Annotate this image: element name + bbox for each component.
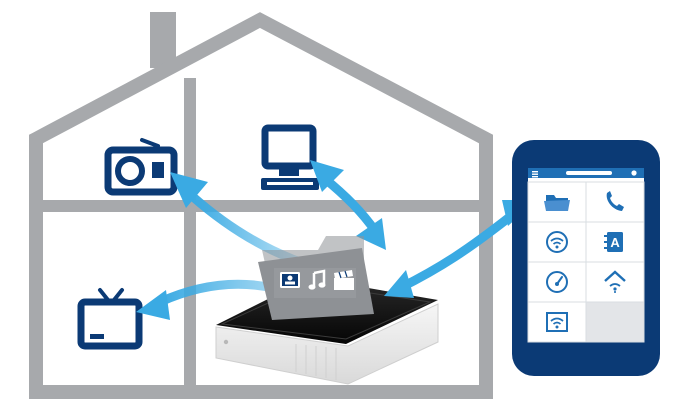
phone-tile-home-network[interactable] [585,261,645,303]
music-note-icon [308,269,326,290]
gauge-icon [546,271,568,293]
address-book-letter: A [610,235,620,250]
television-icon [77,288,143,350]
phone-tile-phone-handset[interactable] [585,181,645,223]
phone-tile-empty-tile[interactable] [585,301,645,343]
smartphone: A [512,140,660,376]
arrow-head-radio [170,172,208,208]
phone-tile-gauge[interactable] [527,261,587,303]
wifi-icon [546,231,568,253]
address-book-icon: A [604,232,623,252]
computer-monitor-icon [261,124,319,190]
phone-tile-address-book[interactable]: A [585,221,645,263]
clapperboard-icon [334,270,354,290]
arrow-head-computer-down [356,218,386,250]
radio-icon [104,138,178,196]
arrow-head-tv [136,290,170,320]
wifi-settings-icon [546,312,568,332]
home-network-icon [604,270,626,293]
folder-icon [544,195,570,211]
contact-card-icon [280,272,300,288]
arrow-head-computer-up [310,160,344,192]
arrow-router-phone [395,207,521,293]
media-folder [258,236,374,320]
phone-handset-icon [606,191,624,211]
arrow-head-router [384,270,414,298]
phone-tile-folder[interactable] [527,181,587,223]
phone-tile-wifi[interactable] [527,221,587,263]
phone-tile-wifi-settings[interactable] [527,301,587,343]
house-frame [29,12,493,399]
house-outline [29,12,493,399]
chimney [150,12,176,68]
phone-app-grid: A [527,181,645,343]
